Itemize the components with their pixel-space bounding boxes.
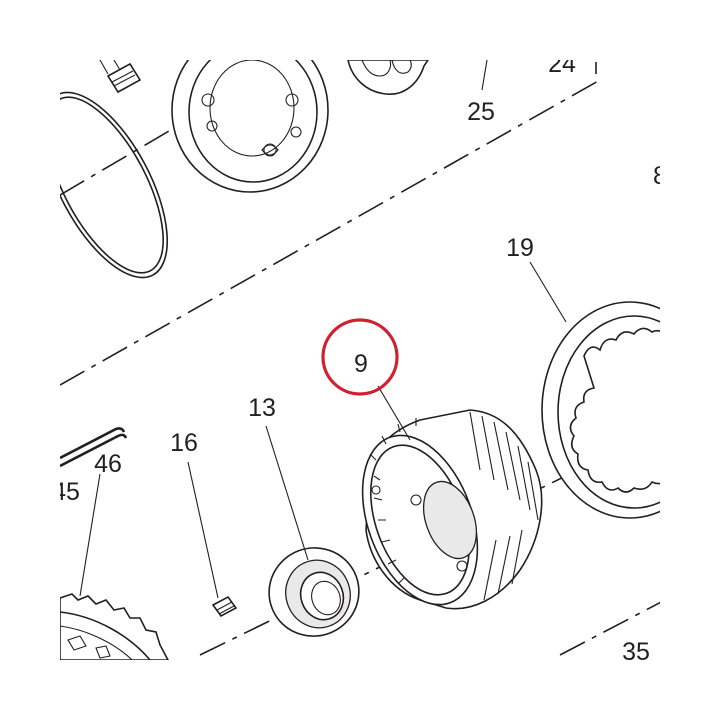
gear-assembly-bottom-left [60,593,169,660]
o-ring-large [60,91,169,279]
leader-16 [187,461,219,599]
frame-mask-right [660,0,720,720]
drawing-area [60,60,660,660]
spring-part-top [347,60,429,95]
frame-mask-left [0,0,60,720]
leader-9 [377,385,411,441]
frame-mask-top [0,0,720,60]
clutch-hub-9 [361,409,543,610]
screw-top [99,60,142,94]
label-part-9: 9 [354,350,368,378]
splined-plate-19 [541,301,660,519]
center-line-lower-right [559,601,660,656]
leader-25 [481,60,488,91]
screw-16 [211,595,238,618]
leader-19 [529,261,567,323]
cover-plate [171,60,329,193]
bushing-13 [268,547,360,637]
label-part-16: 16 [170,429,198,457]
highlight-circle [321,318,399,396]
label-part-25: 25 [467,98,495,126]
label-part-46: 46 [94,450,122,478]
leader-46 [79,473,101,597]
center-line-upper [60,79,601,386]
rod-46 [60,427,128,468]
label-part-19: 19 [506,234,534,262]
leader-13 [265,425,309,561]
frame-mask-bottom [0,660,720,720]
label-part-13: 13 [248,394,276,422]
